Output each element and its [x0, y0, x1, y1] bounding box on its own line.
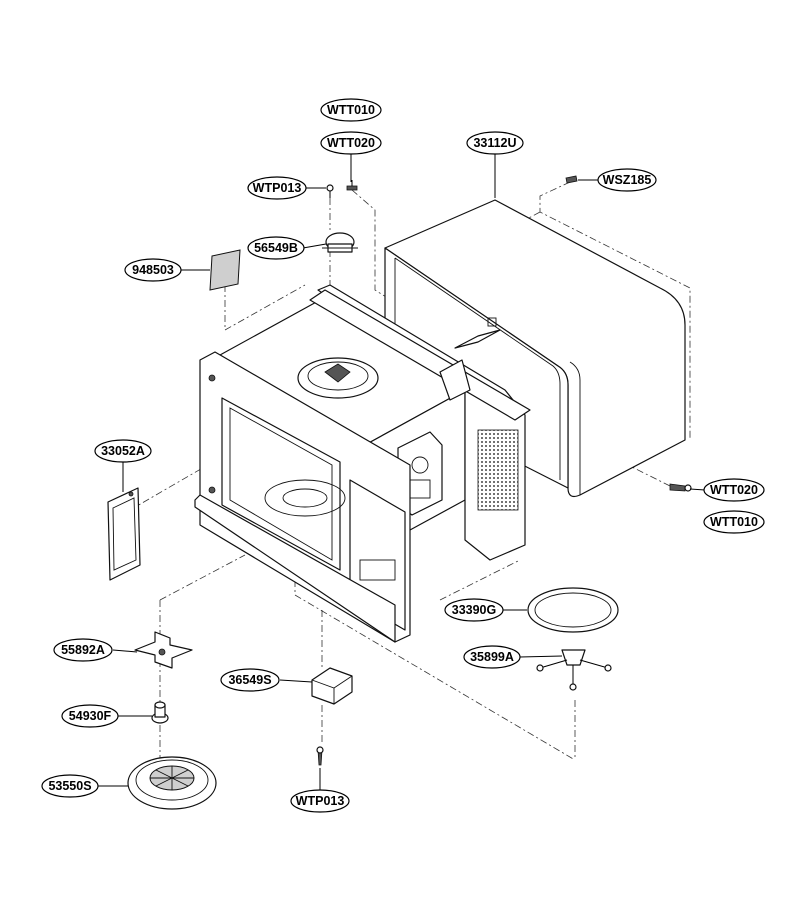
part-label-53550s: 53550S — [41, 774, 99, 798]
cover-33052a — [107, 487, 141, 581]
svg-text:55892A: 55892A — [61, 643, 105, 657]
svg-text:WTP013: WTP013 — [296, 794, 345, 808]
part-label-33390g: 33390G — [444, 598, 504, 622]
svg-text:33112U: 33112U — [473, 136, 516, 150]
screw-wtt020-top — [346, 180, 358, 191]
screw-wtp013-top — [326, 184, 334, 198]
screw-wtt020-side — [669, 483, 692, 492]
part-label-33052a: 33052A — [94, 439, 152, 463]
part-label-wtp013-bottom: WTP013 — [290, 789, 350, 813]
coupler-55892a — [134, 631, 193, 669]
cover-948503 — [209, 249, 241, 291]
part-label-wsz185: WSZ185 — [597, 168, 657, 192]
part-label-35899a: 35899A — [463, 645, 521, 669]
glass-tray-33390g — [527, 587, 619, 633]
svg-text:WTT010: WTT010 — [710, 515, 758, 529]
svg-text:36549S: 36549S — [228, 673, 271, 687]
svg-text:948503: 948503 — [132, 263, 174, 277]
svg-text:WTP013: WTP013 — [253, 181, 302, 195]
part-label-wtt010-top: WTT010 — [320, 98, 382, 122]
part-label-55892a: 55892A — [53, 638, 113, 662]
part-label-36549s: 36549S — [220, 668, 280, 692]
label-leaders — [98, 152, 706, 790]
part-label-56549b: 56549B — [247, 236, 305, 260]
turntable-53550s — [127, 756, 217, 810]
svg-text:33052A: 33052A — [101, 444, 145, 458]
svg-text:56549B: 56549B — [254, 241, 298, 255]
part-label-54930f: 54930F — [61, 704, 119, 728]
shaft-54930f — [151, 701, 169, 724]
part-label-948503: 948503 — [124, 258, 182, 282]
motor-56549b — [322, 232, 358, 253]
svg-text:WTT020: WTT020 — [710, 483, 758, 497]
part-label-wtt010-side: WTT010 — [703, 510, 765, 534]
part-label-wtt020-side: WTT020 — [703, 478, 765, 502]
part-label-wtt020-top: WTT020 — [320, 131, 382, 155]
roller-ring-35899a — [536, 649, 612, 691]
screw-wsz185 — [565, 175, 578, 184]
screw-wtp013-bottom — [316, 746, 324, 766]
motor-36549s — [311, 667, 353, 705]
svg-text:33390G: 33390G — [452, 603, 496, 617]
part-label-33112u: 33112U — [466, 131, 524, 155]
part-label-wtp013-top: WTP013 — [247, 176, 307, 200]
svg-text:WTT010: WTT010 — [327, 103, 375, 117]
svg-text:54930F: 54930F — [69, 709, 112, 723]
svg-text:53550S: 53550S — [48, 779, 91, 793]
oven-cavity-assembly — [194, 284, 531, 643]
svg-text:WSZ185: WSZ185 — [603, 173, 652, 187]
svg-text:WTT020: WTT020 — [327, 136, 375, 150]
svg-text:35899A: 35899A — [470, 650, 514, 664]
